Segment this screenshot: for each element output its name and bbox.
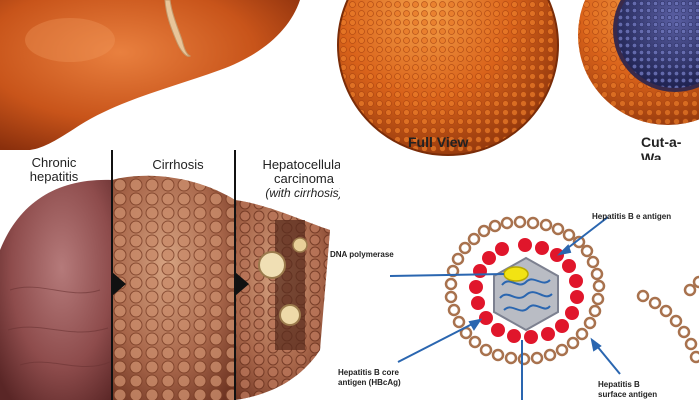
full-view-caption: Full View xyxy=(408,134,469,150)
cirrhosis-label: Cirrhosis xyxy=(152,157,204,172)
surface-antigen-label: Hepatitis B surface antigen xyxy=(598,380,658,399)
e-antigen-label: Hepatitis B e antigen xyxy=(592,212,672,221)
hcc-sublabel: (with cirrhosis) xyxy=(265,186,340,200)
dna-polymerase-label: DNA polymerase xyxy=(330,250,394,259)
core-antigen-label: Hepatitis B core antigen (HBcAg) xyxy=(338,368,401,387)
virus-structure-diagram: Hepatitis B e antigen DNA polymerase Hep… xyxy=(330,190,699,400)
cut-away-particle xyxy=(578,0,699,125)
disease-progression: Chronic hepatitis Cirrhosis Hepatocellul… xyxy=(0,150,340,400)
cut-away-caption: Cut-a-Wa xyxy=(641,134,682,160)
hcc-label: Hepatocellular carcinoma xyxy=(262,157,340,186)
full-view-particle xyxy=(337,0,559,156)
chronic-hepatitis-label: Chronic hepatitis xyxy=(29,155,79,184)
virus-particle-views: Full View Cut-a-Wa xyxy=(330,0,699,160)
liver-illustration xyxy=(0,0,330,150)
